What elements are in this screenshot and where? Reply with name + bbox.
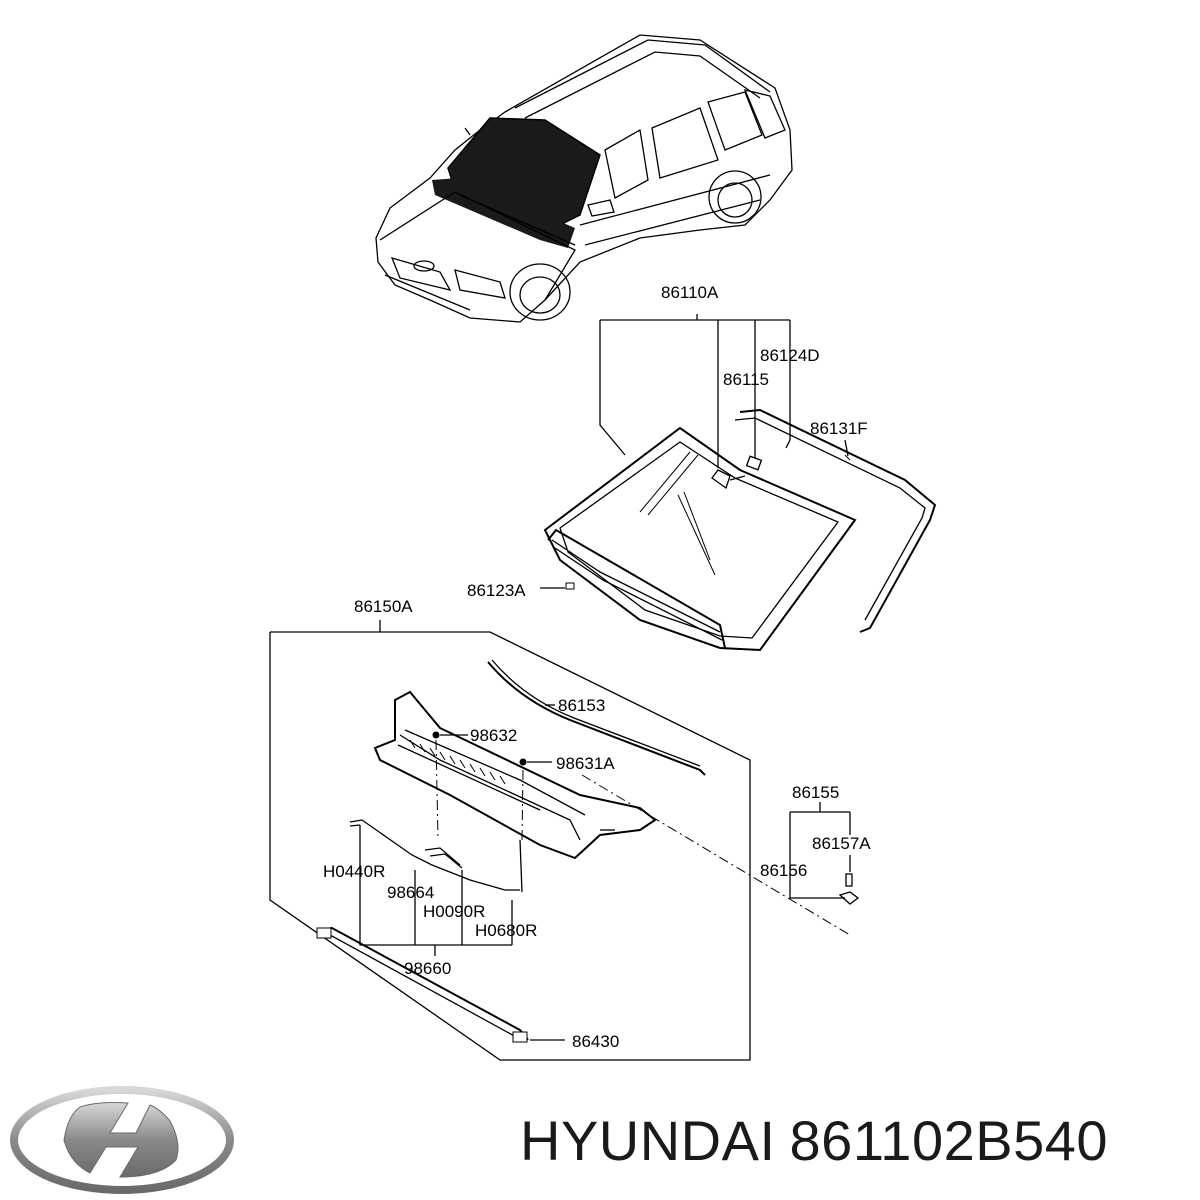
seal-bracket-group <box>789 802 860 905</box>
callout-86150A: 86150A <box>354 597 413 616</box>
callout-86115: 86115 <box>723 370 769 389</box>
callout-86110A: 86110A <box>661 283 719 302</box>
callout-98660: 98660 <box>404 959 451 978</box>
callout-86155: 86155 <box>792 783 839 802</box>
callout-86156: 86156 <box>760 861 807 880</box>
cowl-group <box>269 620 851 1061</box>
callout-98632: 98632 <box>470 726 517 745</box>
callout-H0090R: H0090R <box>423 902 485 921</box>
windshield-group <box>540 314 937 652</box>
callout-86131F: 86131F <box>810 419 868 438</box>
car-illustration <box>375 34 793 323</box>
callout-H0440R: H0440R <box>323 862 385 881</box>
callout-98664: 98664 <box>387 883 434 902</box>
hyundai-logo-icon <box>10 1086 234 1194</box>
callout-86430: 86430 <box>572 1032 619 1051</box>
callout-86153: 86153 <box>558 696 605 715</box>
callout-H0680R: H0680R <box>475 921 537 940</box>
part-number: 861102B540 <box>789 1109 1109 1172</box>
brand-name: HYUNDAI <box>520 1109 776 1172</box>
callout-86124D: 86124D <box>760 346 820 365</box>
callout-86123A: 86123A <box>467 581 526 600</box>
callout-86157A: 86157A <box>812 834 871 853</box>
callout-98631A: 98631A <box>556 754 615 773</box>
